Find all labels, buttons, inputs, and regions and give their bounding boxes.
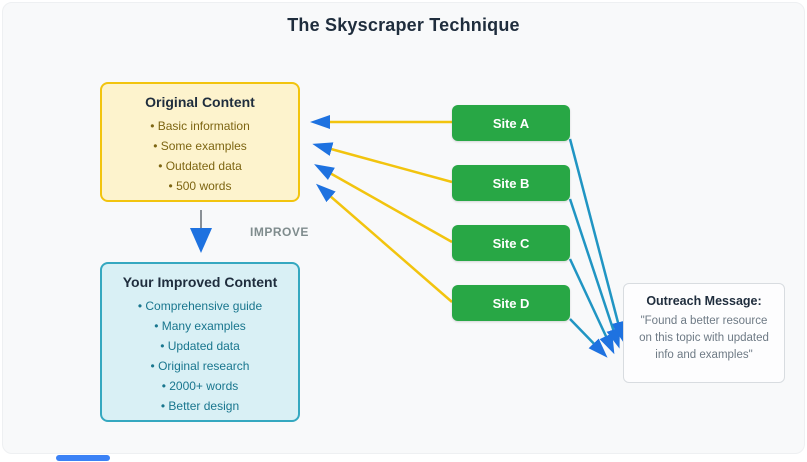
list-item: • Basic information	[150, 119, 250, 133]
improve-label: IMPROVE	[250, 225, 309, 239]
site-a-node: Site A	[452, 105, 570, 141]
list-item: • Better design	[160, 399, 240, 413]
page-title: The Skyscraper Technique	[287, 15, 520, 35]
site-b-node: Site B	[452, 165, 570, 201]
improved-content-items: • Comprehensive guide • Many examples • …	[102, 290, 298, 416]
outreach-message-title: Outreach Message:	[646, 294, 762, 308]
original-content-items: • Basic information • Some examples • Ou…	[102, 110, 298, 196]
list-item: • 2000+ words	[161, 379, 239, 393]
list-item: • Outdated data	[158, 159, 242, 173]
list-item: • Updated data	[160, 339, 240, 353]
list-item: • 500 words	[168, 179, 232, 193]
site-d-node: Site D	[452, 285, 570, 321]
site-c-node: Site C	[452, 225, 570, 261]
list-item: • Many examples	[154, 319, 246, 333]
list-item: • Some examples	[153, 139, 247, 153]
improved-content-node: Your Improved Content • Comprehensive gu…	[100, 262, 300, 422]
outreach-message-body: "Found a better resource on this topic w…	[639, 315, 769, 361]
original-content-node: Original Content • Basic information • S…	[100, 82, 300, 202]
list-item: • Original research	[150, 359, 250, 373]
horizontal-scrollbar-thumb[interactable]	[56, 455, 110, 461]
outreach-message-node: Outreach Message: "Found a better resour…	[623, 283, 785, 383]
list-item: • Comprehensive guide	[137, 299, 263, 313]
original-content-title: Original Content	[145, 94, 255, 110]
improved-content-title: Your Improved Content	[122, 274, 278, 290]
